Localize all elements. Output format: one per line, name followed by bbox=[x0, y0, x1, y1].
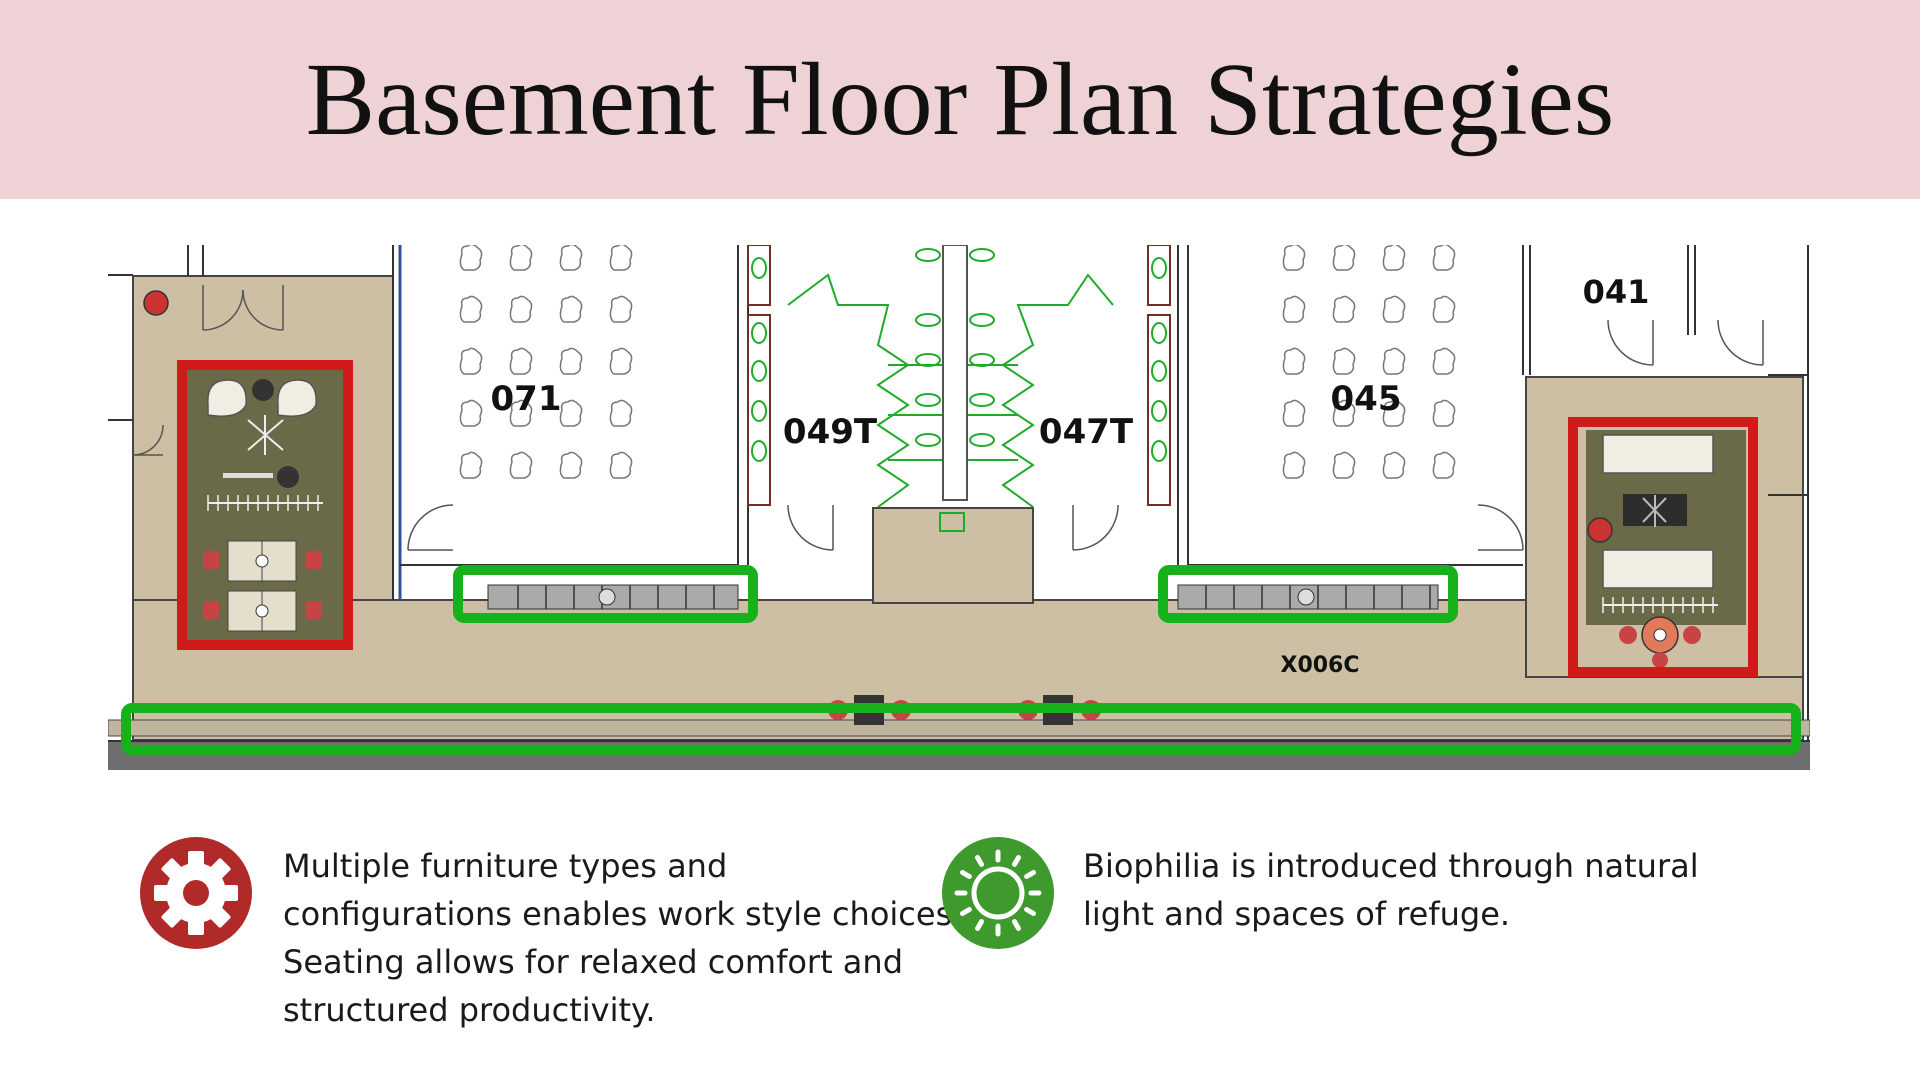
seat bbox=[559, 245, 583, 271]
seat bbox=[509, 295, 533, 323]
legend-line: Multiple furniture types and bbox=[283, 847, 728, 885]
seat bbox=[1382, 295, 1406, 323]
floor-plan: 071 049T 047T 045 041 X006C bbox=[108, 245, 1810, 770]
seat bbox=[1332, 295, 1356, 323]
seat bbox=[1282, 451, 1306, 479]
room-label-045: 045 bbox=[1331, 379, 1402, 419]
header-banner bbox=[0, 0, 1920, 199]
legend-text-biophilia: Biophilia is introduced through natural … bbox=[1083, 842, 1699, 938]
legend-text-furniture: Multiple furniture types and configurati… bbox=[283, 842, 962, 1034]
seat bbox=[459, 245, 483, 271]
left-lounge-furniture bbox=[143, 290, 346, 640]
seat bbox=[1432, 451, 1456, 479]
seat bbox=[509, 451, 533, 479]
page-title: Basement Floor Plan Strategies bbox=[305, 42, 1615, 157]
center-alcove-floor bbox=[872, 507, 1034, 604]
seat bbox=[1432, 295, 1456, 323]
seat bbox=[559, 399, 583, 427]
seat bbox=[459, 399, 483, 427]
seat bbox=[1382, 451, 1406, 479]
gear-icon bbox=[140, 837, 252, 949]
seat bbox=[459, 451, 483, 479]
seat bbox=[559, 451, 583, 479]
room-label-071: 071 bbox=[491, 379, 562, 419]
seat bbox=[1282, 295, 1306, 323]
legend-line: light and spaces of refuge. bbox=[1083, 895, 1511, 933]
seat bbox=[1332, 451, 1356, 479]
red-highlight-left-lounge bbox=[177, 360, 353, 650]
seat bbox=[1282, 399, 1306, 427]
green-highlight-window-left bbox=[453, 565, 758, 623]
window-benches bbox=[487, 584, 1439, 610]
seat bbox=[1382, 245, 1406, 271]
seat bbox=[1432, 245, 1456, 271]
restroom-fixtures bbox=[747, 245, 1171, 532]
right-lounge-furniture bbox=[1586, 430, 1746, 668]
strategy-highlights bbox=[121, 360, 1801, 755]
room-label-049t: 049T bbox=[783, 412, 878, 452]
seat bbox=[1332, 347, 1356, 375]
seat bbox=[609, 347, 633, 375]
legend-line: configurations enables work style choice… bbox=[283, 895, 963, 933]
seat bbox=[1332, 245, 1356, 271]
room-label-047t: 047T bbox=[1039, 412, 1134, 452]
seat bbox=[1382, 347, 1406, 375]
seat bbox=[559, 347, 583, 375]
seat bbox=[609, 451, 633, 479]
legend-line: Seating allows for relaxed comfort and bbox=[283, 943, 903, 981]
seat bbox=[459, 347, 483, 375]
seat bbox=[459, 295, 483, 323]
corridor-label-x006c: X006C bbox=[1280, 653, 1359, 678]
seat bbox=[1282, 347, 1306, 375]
room-label-041: 041 bbox=[1583, 273, 1650, 311]
red-highlight-right-lounge bbox=[1568, 417, 1758, 677]
seat bbox=[609, 295, 633, 323]
seat bbox=[1282, 245, 1306, 271]
sun-icon bbox=[942, 837, 1054, 949]
seat bbox=[509, 347, 533, 375]
legend-line: Biophilia is introduced through natural bbox=[1083, 847, 1699, 885]
seat bbox=[1432, 347, 1456, 375]
legend-line: structured productivity. bbox=[283, 991, 656, 1029]
seat bbox=[609, 245, 633, 271]
seat bbox=[509, 245, 533, 271]
fire-alarm-icon bbox=[143, 290, 169, 316]
green-highlight-window-right bbox=[1158, 565, 1458, 623]
green-highlight-exterior-windows bbox=[121, 703, 1801, 755]
seat bbox=[609, 399, 633, 427]
door-swings bbox=[132, 285, 1764, 551]
seat bbox=[559, 295, 583, 323]
seat bbox=[1432, 399, 1456, 427]
